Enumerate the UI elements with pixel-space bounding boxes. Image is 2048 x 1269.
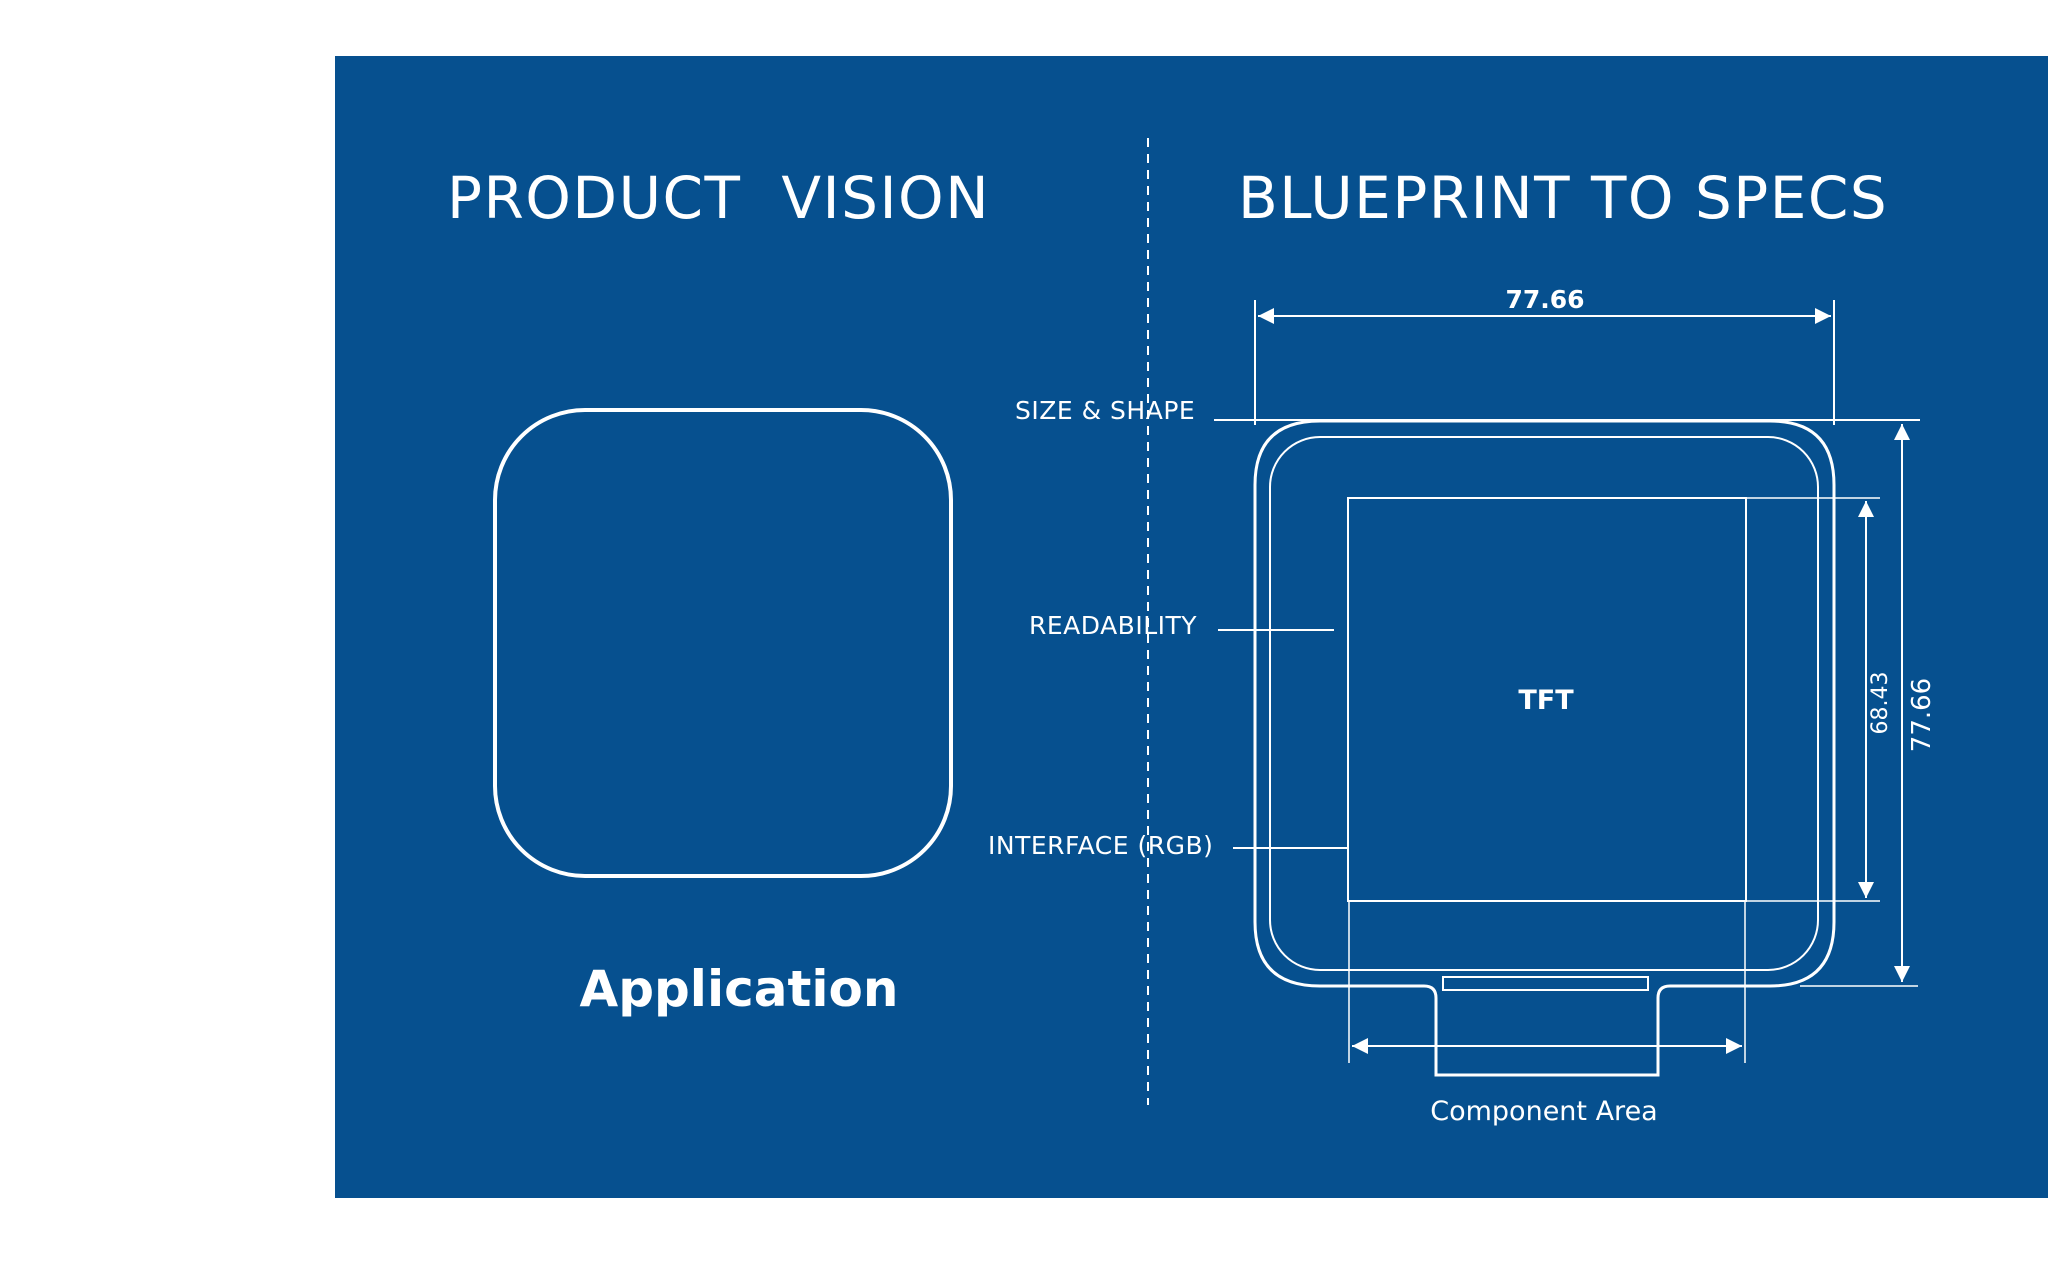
blueprint-title: BLUEPRINT TO SPECS (1238, 164, 1888, 232)
outer-height-value: 77.66 (1907, 678, 1937, 752)
product-vision-title: PRODUCT VISION (447, 164, 990, 232)
module-inner-bezel (1269, 436, 1819, 971)
callout-interface-rgb: INTERFACE (RGB) (988, 831, 1213, 860)
component-area-caption: Component Area (1430, 1096, 1657, 1127)
callout-size-shape: SIZE & SHAPE (1015, 396, 1195, 425)
tft-label: TFT (1518, 685, 1574, 716)
blueprint-panel (335, 56, 2048, 1198)
application-caption: Application (580, 960, 899, 1018)
width-dimension-value: 77.66 (1505, 285, 1584, 314)
application-display-outline (493, 408, 953, 878)
callout-readability: READABILITY (1029, 611, 1197, 640)
inner-height-value: 68.43 (1868, 672, 1893, 735)
tft-active-area (1347, 497, 1747, 902)
connector-slot (1442, 976, 1649, 991)
